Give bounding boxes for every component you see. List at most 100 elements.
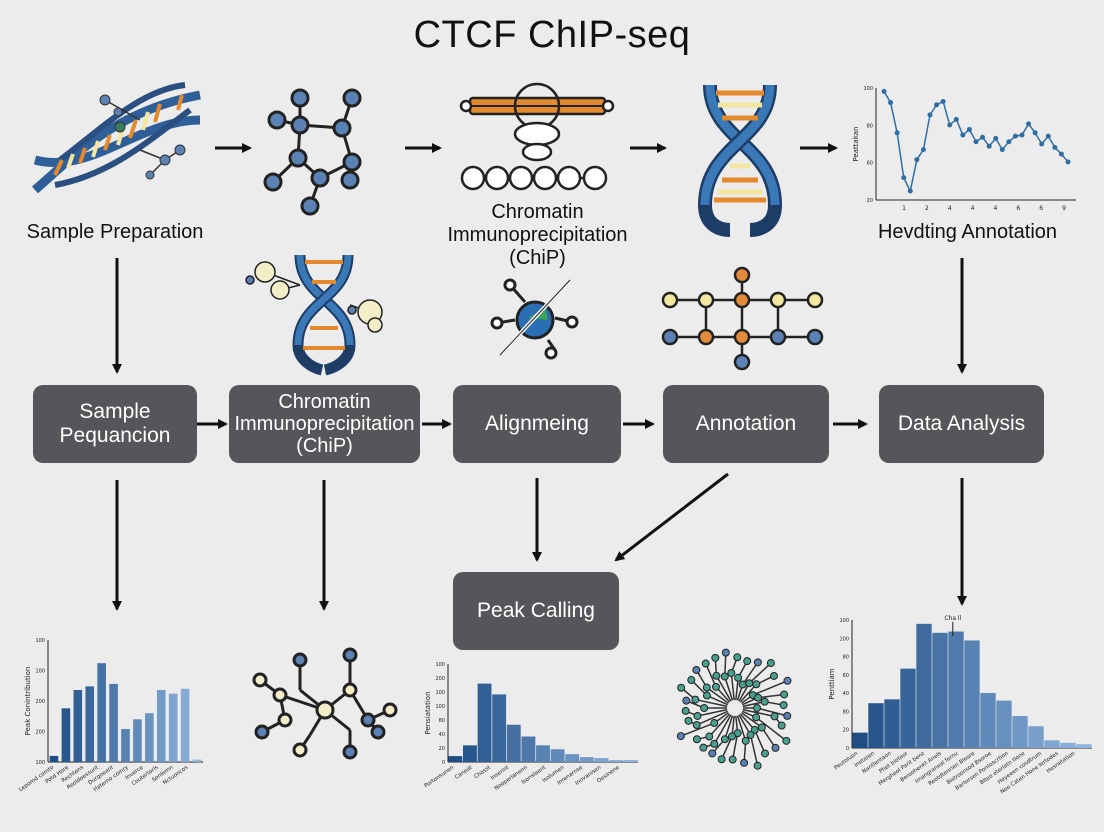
y-tick-label: 100 — [839, 636, 849, 642]
bar — [852, 732, 868, 748]
bar — [180, 688, 190, 762]
diagram-title: CTCF ChIP-seq — [413, 14, 691, 56]
box-chip-line1: Chromatin — [278, 391, 371, 413]
bar — [916, 623, 932, 748]
y-tick-label: 80 — [867, 123, 873, 129]
y-tick-label: 100 — [35, 638, 45, 644]
bar-chart-bottom-center: 1002001001008040200PensiatationPortonsun… — [423, 662, 638, 792]
bar — [156, 690, 166, 762]
data-point — [1006, 139, 1012, 145]
bar — [85, 686, 95, 762]
dna-molecule-icon — [32, 82, 201, 194]
y-tick-label: 100 — [435, 704, 445, 710]
y-tick-label: 40 — [439, 732, 445, 738]
molecule-network-icon — [263, 88, 362, 216]
box-peak-calling-label: Peak Calling — [477, 599, 595, 622]
bar — [49, 755, 59, 762]
data-point — [1039, 141, 1045, 147]
x-tick-label: 4 — [948, 205, 952, 212]
x-tick-label: 9 — [1062, 205, 1066, 212]
box-alignment-label: Alignmeing — [485, 412, 589, 435]
data-point — [934, 102, 940, 108]
data-point — [980, 134, 986, 140]
y-tick-label: 20 — [867, 198, 873, 204]
data-point — [881, 88, 887, 94]
data-point — [1032, 130, 1038, 136]
bar — [1028, 726, 1044, 748]
bar — [550, 749, 565, 762]
box-data-analysis[interactable]: Data Analysis — [879, 385, 1044, 463]
data-point — [940, 98, 946, 104]
bar — [73, 690, 83, 762]
label-sample-preparation: Sample Preparation — [26, 221, 204, 243]
box-annotation[interactable]: Annotation — [663, 385, 829, 463]
bar — [61, 708, 71, 762]
x-tick-label: 2 — [925, 205, 929, 212]
flow-arrows — [112, 143, 967, 611]
data-point — [999, 147, 1005, 153]
box-chromatin-ip[interactable]: Chromatin Immunoprecipitation (ChiP) — [229, 385, 420, 463]
branching-network-icon — [676, 648, 792, 770]
y-tick-label: 60 — [843, 673, 849, 679]
data-point — [960, 132, 966, 138]
y-tick-label: 100 — [435, 690, 445, 696]
y-tick-label: 80 — [439, 718, 445, 724]
bar — [133, 719, 142, 762]
y-axis-label: Penttiam — [828, 668, 836, 699]
data-point — [907, 188, 913, 194]
bar — [521, 736, 536, 762]
y-tick-label: 200 — [435, 676, 445, 682]
y-tick-label: 100 — [839, 618, 849, 624]
antibody-binding-icon — [490, 278, 579, 360]
bar — [1044, 740, 1060, 748]
bar — [980, 692, 996, 748]
x-tick-label: 1 — [902, 205, 906, 212]
bar — [932, 632, 948, 748]
data-point — [920, 147, 926, 153]
x-tick-label: Caneat — [454, 764, 474, 781]
chromatin-beads-icon — [459, 82, 615, 191]
bar — [900, 668, 916, 748]
bar — [1060, 742, 1076, 748]
x-tick-label: 4 — [994, 205, 998, 212]
box-alignment[interactable]: Alignmeing — [453, 385, 621, 463]
bar — [1076, 744, 1092, 748]
data-point — [1045, 133, 1051, 139]
data-point — [888, 100, 894, 106]
data-point — [1012, 133, 1018, 139]
bar — [192, 759, 202, 762]
box-peak-calling[interactable]: Peak Calling — [453, 572, 619, 650]
label-chip: Chromatin Immunoprecipitation (ChiP) — [430, 201, 645, 270]
y-axis-label: Pensiatation — [424, 691, 432, 734]
data-point — [993, 135, 999, 141]
box-data-analysis-label: Data Analysis — [897, 412, 1026, 435]
bar — [594, 758, 609, 762]
y-tick-label: 20 — [843, 728, 849, 734]
y-tick-label: 100 — [863, 86, 873, 92]
data-point — [973, 139, 979, 145]
data-point — [894, 130, 900, 136]
data-point — [966, 126, 972, 132]
bar-chart-bottom-right: 10010080604080200PenttiamPeutoluonInetar… — [828, 615, 1092, 795]
label-chip-line3: (ChiP) — [509, 247, 566, 269]
bar — [506, 724, 521, 762]
y-axis-label: Peattakan — [852, 126, 860, 161]
data-point — [914, 157, 920, 163]
box-annotation-label: Annotation — [695, 412, 797, 435]
y-tick-label: 40 — [843, 691, 849, 697]
y-tick-label: 0 — [846, 746, 849, 752]
y-tick-label: 20 — [439, 746, 445, 752]
bar — [884, 699, 900, 748]
bar — [462, 745, 477, 762]
y-tick-label: 0 — [442, 760, 445, 766]
y-tick-label: 60 — [867, 161, 873, 167]
y-tick-label: 80 — [843, 655, 849, 661]
bar — [97, 663, 106, 762]
bar — [565, 754, 580, 762]
bar — [477, 683, 492, 762]
box-sample-sequencing[interactable]: Sample Pequancion — [33, 385, 197, 463]
data-point — [901, 175, 907, 181]
